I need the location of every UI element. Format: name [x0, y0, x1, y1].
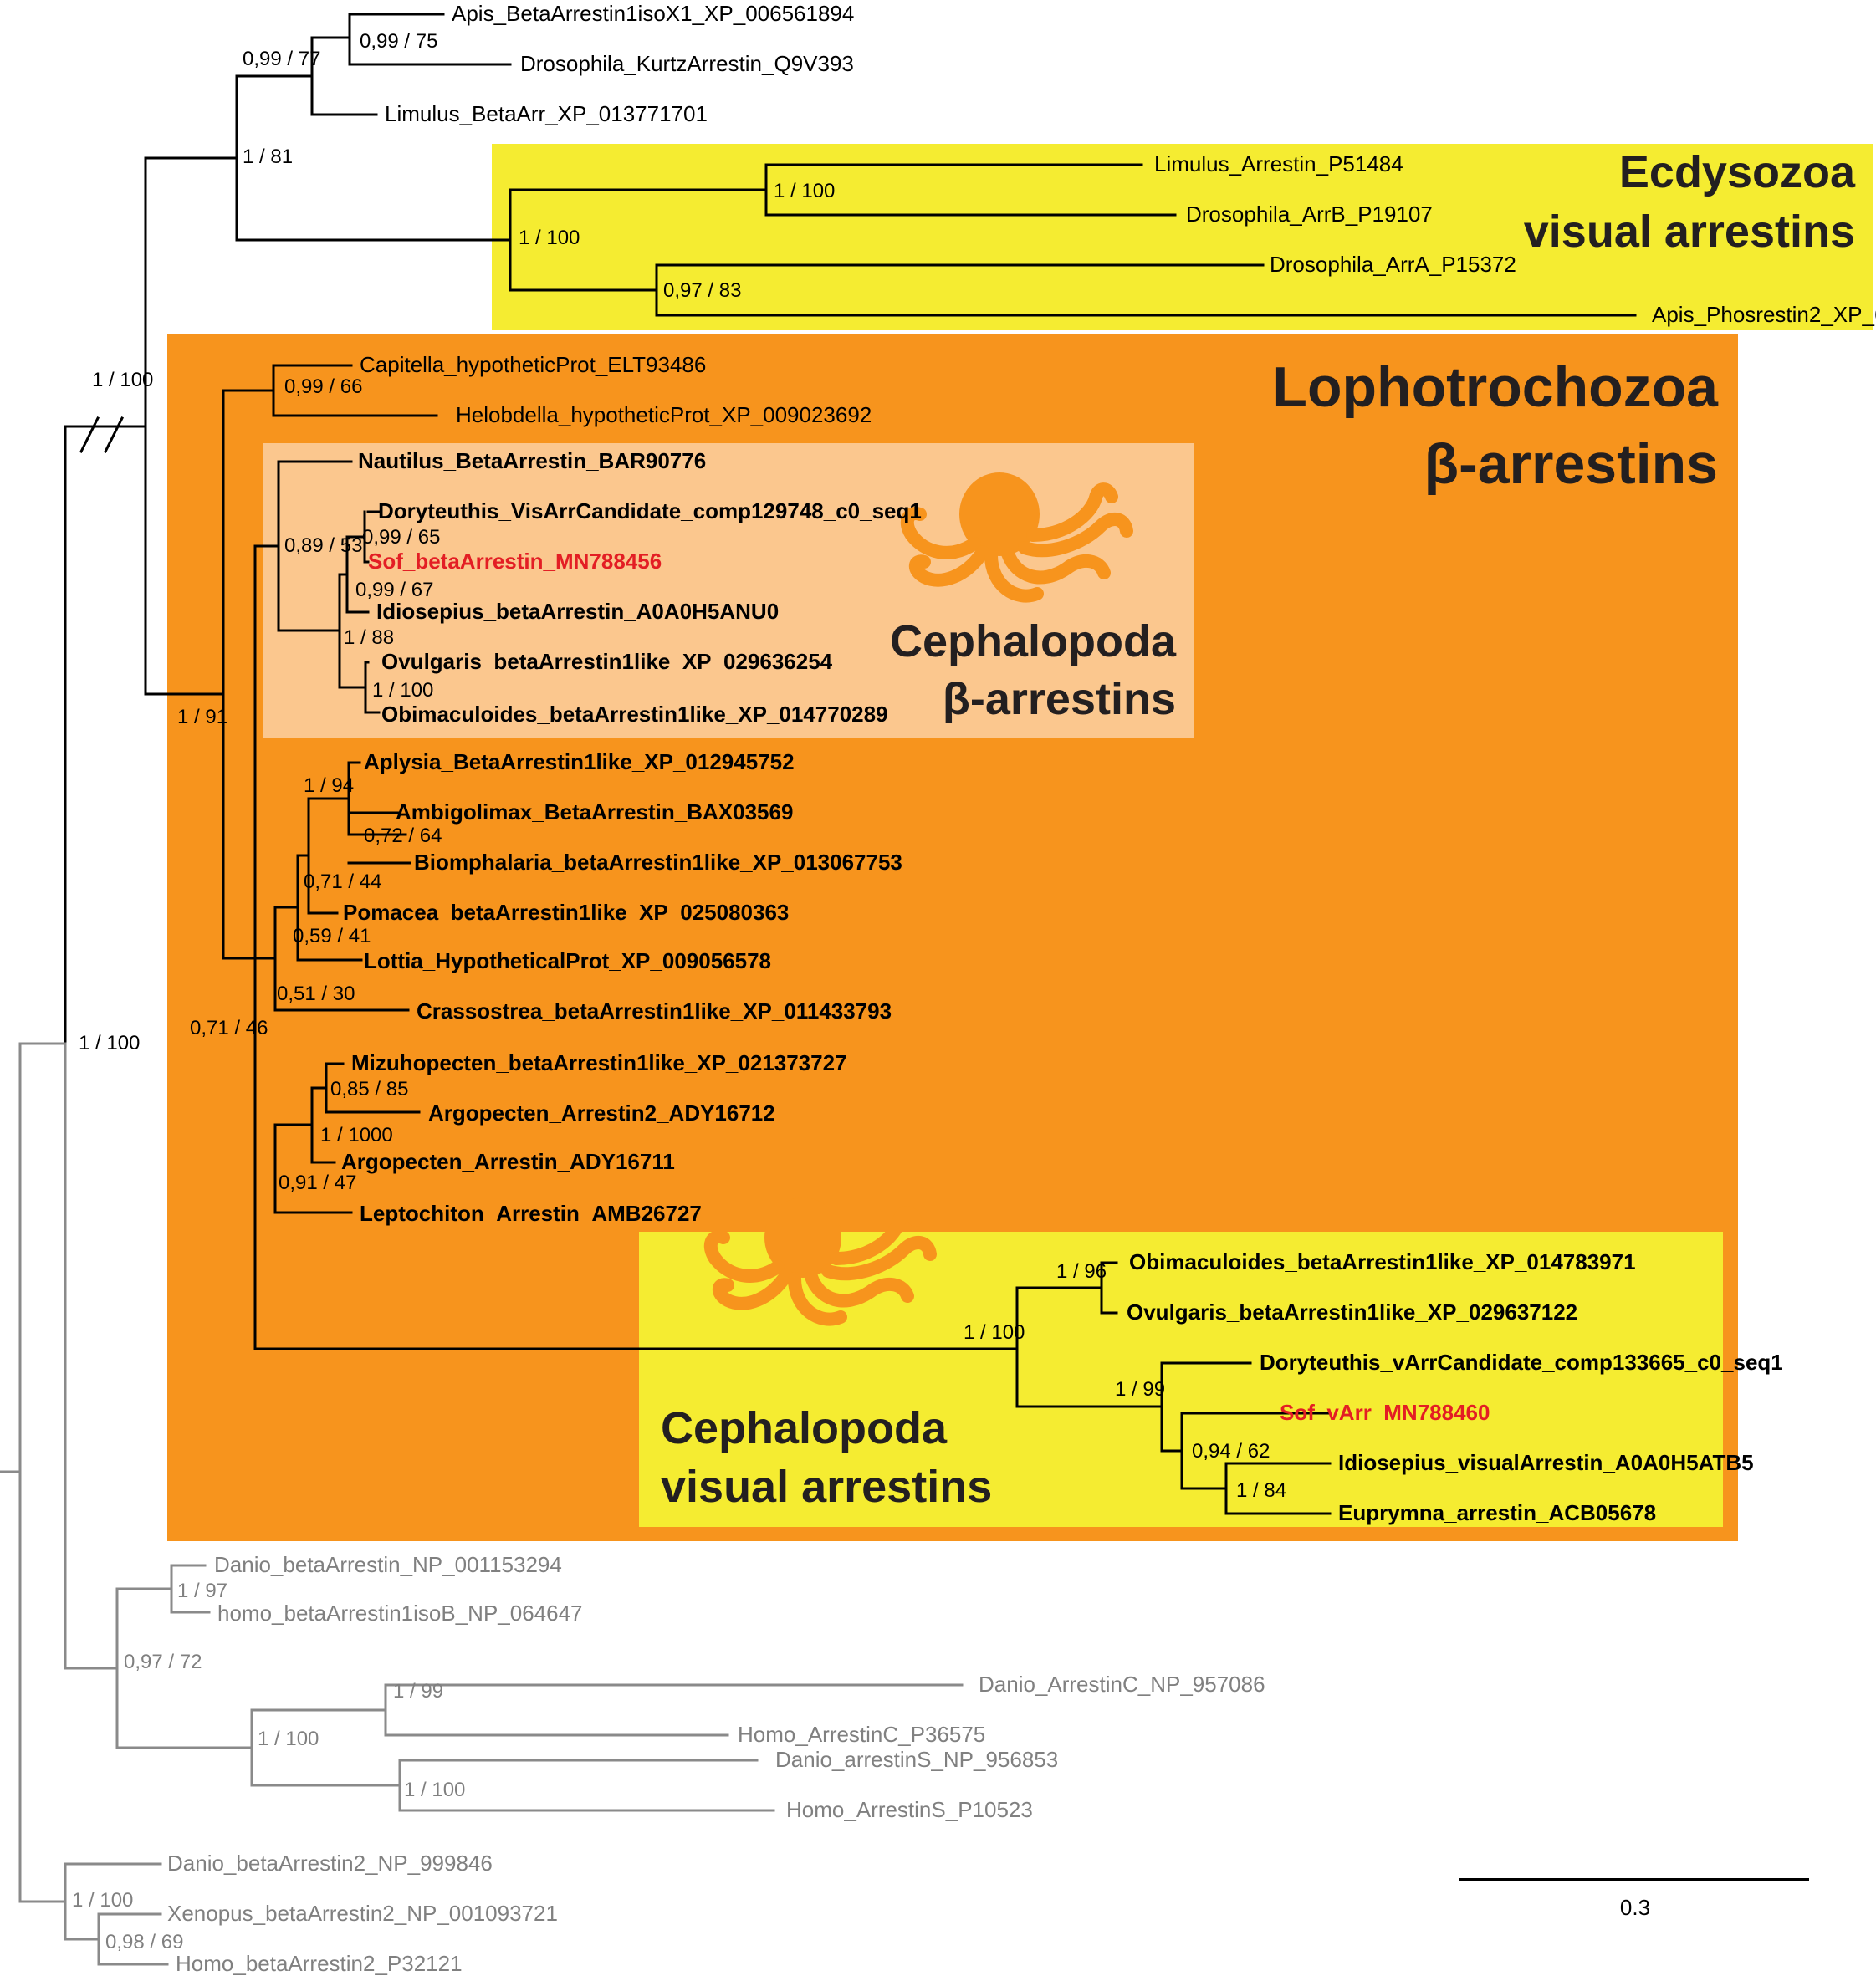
support-value: 1 / 97 — [177, 1580, 227, 1602]
support-value: 0,99 / 77 — [243, 48, 320, 70]
ecdysozoa-title-line1: Ecdysozoa — [1619, 147, 1856, 197]
cephalopoda-beta-title-line1: Cephalopoda — [890, 616, 1177, 666]
leaf-label: Homo_ArrestinS_P10523 — [786, 1797, 1033, 1822]
support-value: 0,97 / 72 — [124, 1651, 202, 1673]
leaf-label: Drosophila_ArrB_P19107 — [1186, 202, 1433, 227]
leaf-label: Doryteuthis_VisArrCandidate_comp129748_c… — [378, 498, 922, 523]
support-value: 1 / 96 — [1056, 1260, 1107, 1283]
support-value: 0,97 / 83 — [663, 279, 741, 302]
leaf-label: Argopecten_Arrestin_ADY16711 — [341, 1149, 675, 1174]
support-value: 1 / 100 — [72, 1889, 133, 1912]
leaf-label: Homo_ArrestinC_P36575 — [738, 1722, 985, 1747]
leaf-label: Sof_betaArrestin_MN788456 — [368, 549, 662, 574]
support-value: 1 / 100 — [92, 369, 153, 391]
leaf-label: Ovulgaris_betaArrestin1like_XP_029636254 — [381, 649, 833, 674]
leaf-label: Idiosepius_visualArrestin_A0A0H5ATB5 — [1338, 1450, 1754, 1475]
leaf-label: Limulus_Arrestin_P51484 — [1154, 151, 1403, 176]
ecdysozoa-title-line2: visual arrestins — [1524, 207, 1855, 257]
leaf-label: Homo_betaArrestin2_P32121 — [176, 1951, 463, 1976]
support-value: 1 / 99 — [1115, 1378, 1165, 1401]
leaf-label: Capitella_hypotheticProt_ELT93486 — [360, 352, 706, 377]
leaf-label: Drosophila_ArrA_P15372 — [1270, 252, 1516, 277]
leaf-label: Biomphalaria_betaArrestin1like_XP_013067… — [414, 850, 902, 875]
leaf-label: Crassostrea_betaArrestin1like_XP_0114337… — [417, 998, 892, 1024]
support-value: 1 / 100 — [258, 1728, 319, 1750]
scale-bar-label: 0.3 — [1620, 1895, 1650, 1920]
support-value: 0,99 / 75 — [360, 30, 437, 53]
support-value: 0,85 / 85 — [330, 1078, 408, 1100]
leaf-label: Danio_arrestinS_NP_956853 — [775, 1747, 1058, 1772]
support-value: 0,71 / 46 — [190, 1017, 268, 1039]
cephalopoda-visual-title-line2: visual arrestins — [661, 1462, 992, 1512]
support-value: 1 / 99 — [393, 1680, 443, 1703]
leaf-label: Ovulgaris_betaArrestin1like_XP_029637122 — [1127, 1299, 1577, 1325]
leaf-label: Apis_BetaArrestin1isoX1_XP_006561894 — [452, 1, 854, 26]
leaf-label: Aplysia_BetaArrestin1like_XP_012945752 — [364, 749, 795, 774]
support-values: 0,99 / 77 0,99 / 75 1 / 81 1 / 100 1 / 1… — [72, 30, 1286, 1953]
leaf-label: Idiosepius_betaArrestin_A0A0H5ANU0 — [376, 599, 779, 624]
support-value: 1 / 91 — [177, 706, 227, 728]
lophotrochozoa-title-line1: Lophotrochozoa — [1272, 355, 1719, 419]
support-value: 0,99 / 66 — [284, 375, 362, 398]
support-value: 1 / 88 — [344, 626, 394, 649]
leaf-label: Apis_Phosrestin2_XP_623442 — [1652, 302, 1876, 327]
leaf-label: Mizuhopecten_betaArrestin1like_XP_021373… — [351, 1050, 847, 1075]
support-value: 0,71 / 44 — [304, 871, 381, 893]
leaf-label: Lottia_HypotheticalProt_XP_009056578 — [364, 948, 771, 973]
leaf-label: Leptochiton_Arrestin_AMB26727 — [360, 1201, 702, 1226]
cephalopoda-beta-title-line2: β-arrestins — [943, 674, 1176, 724]
support-value: 1 / 100 — [964, 1321, 1025, 1344]
leaf-label: Danio_betaArrestin_NP_001153294 — [214, 1552, 562, 1577]
support-value: 1 / 100 — [79, 1032, 140, 1054]
support-value: 0,72 / 64 — [364, 825, 442, 847]
support-value: 1 / 100 — [404, 1779, 465, 1801]
octopus-icon — [900, 472, 1133, 603]
support-value: 1 / 1000 — [320, 1124, 393, 1146]
support-value: 1 / 100 — [519, 227, 580, 249]
leaf-label: Obimaculoides_betaArrestin1like_XP_01478… — [1129, 1249, 1636, 1274]
leaf-label: homo_betaArrestin1isoB_NP_064647 — [217, 1601, 583, 1626]
support-value: 0,51 / 30 — [277, 983, 355, 1005]
support-value: 1 / 100 — [774, 180, 835, 202]
octopus-icon — [703, 1197, 937, 1326]
support-value: 0,98 / 69 — [105, 1931, 183, 1953]
support-value: 0,94 / 62 — [1192, 1440, 1270, 1463]
leaf-labels: Apis_BetaArrestin1isoX1_XP_006561894 Dro… — [167, 1, 1876, 1976]
support-value: 1 / 100 — [372, 679, 433, 702]
leaf-label: Danio_betaArrestin2_NP_999846 — [167, 1851, 493, 1876]
leaf-label: Ambigolimax_BetaArrestin_BAX03569 — [396, 799, 793, 825]
tree-branches-grey — [0, 1042, 964, 1966]
support-value: 0,91 / 47 — [279, 1172, 356, 1194]
support-value: 1 / 94 — [304, 774, 354, 797]
support-value: 1 / 84 — [1236, 1479, 1286, 1502]
leaf-label: Argopecten_Arrestin2_ADY16712 — [428, 1100, 775, 1126]
support-value: 0,99 / 65 — [362, 526, 440, 549]
leaf-label: Xenopus_betaArrestin2_NP_001093721 — [167, 1901, 558, 1926]
support-value: 0,99 / 67 — [355, 579, 433, 601]
leaf-label: Obimaculoides_betaArrestin1like_XP_01477… — [381, 702, 888, 727]
lophotrochozoa-title-line2: β-arrestins — [1424, 432, 1718, 496]
leaf-label: Drosophila_KurtzArrestin_Q9V393 — [520, 51, 854, 76]
support-value: 0,59 / 41 — [293, 925, 371, 947]
leaf-label: Sof_vArr_MN788460 — [1280, 1400, 1490, 1425]
support-value: 0,89 / 53 — [284, 534, 362, 557]
leaf-label: Nautilus_BetaArrestin_BAR90776 — [358, 448, 706, 473]
leaf-label: Danio_ArrestinC_NP_957086 — [979, 1672, 1265, 1697]
support-value: 1 / 81 — [243, 146, 293, 168]
leaf-label: Limulus_BetaArr_XP_013771701 — [385, 101, 708, 126]
ecdysozoa-box — [492, 144, 1873, 330]
leaf-label: Euprymna_arrestin_ACB05678 — [1338, 1500, 1656, 1525]
tree-branches-black — [64, 13, 1637, 1515]
leaf-label: Helobdella_hypotheticProt_XP_009023692 — [456, 402, 872, 427]
cephalopoda-visual-title-line1: Cephalopoda — [661, 1403, 948, 1453]
leaf-label: Doryteuthis_vArrCandidate_comp133665_c0_… — [1260, 1350, 1783, 1375]
leaf-label: Pomacea_betaArrestin1like_XP_025080363 — [343, 900, 789, 925]
